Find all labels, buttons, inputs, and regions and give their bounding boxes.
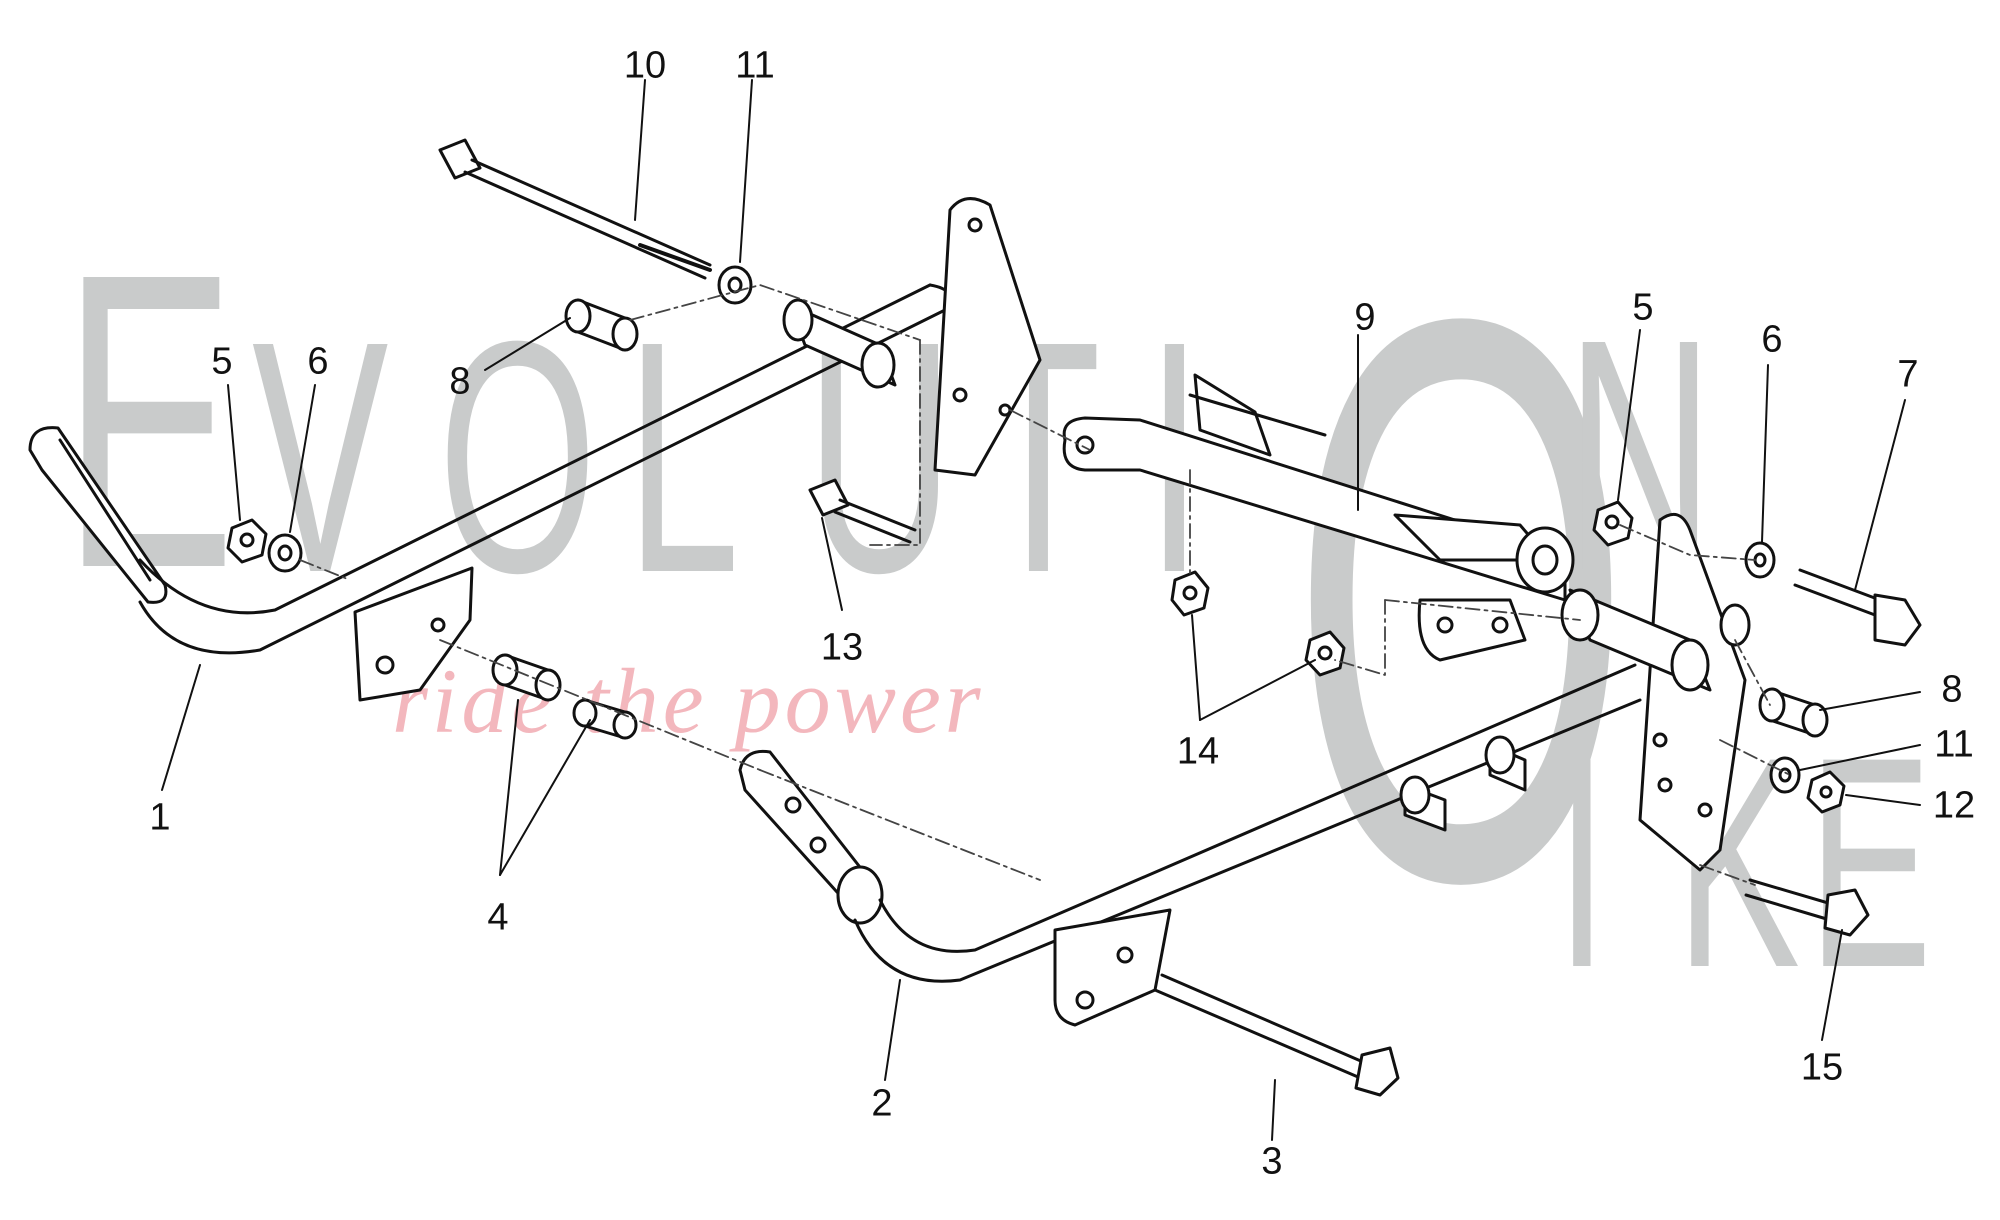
callout-9: 9 <box>1354 296 1376 339</box>
washer-11-right <box>1769 756 1801 794</box>
callout-10: 10 <box>623 44 667 87</box>
nut-5-left <box>226 518 268 564</box>
callout-6: 6 <box>307 340 329 383</box>
nut-14a <box>1170 570 1210 617</box>
spacer-tube-upper <box>782 298 897 389</box>
watermark-letter: O <box>438 272 598 641</box>
callout-13: 13 <box>820 626 864 669</box>
upper-mounting-plate <box>933 197 1042 477</box>
footrest-bar-left <box>28 283 952 702</box>
bolt-15 <box>1744 878 1870 937</box>
watermark-letter: L <box>626 272 740 641</box>
watermark-tagline: ride the power <box>392 650 985 752</box>
leader-lines <box>161 79 1921 1141</box>
callout-12: 12 <box>1932 784 1976 827</box>
right-mounting-plate <box>1638 512 1747 872</box>
spacer-8-left <box>564 298 639 352</box>
callout-4: 4 <box>487 896 509 939</box>
bolt-7 <box>1793 568 1922 647</box>
callout-8: 8 <box>449 360 471 403</box>
callout-1: 1 <box>149 796 171 839</box>
spacer-4b <box>572 698 638 740</box>
callout-8: 8 <box>1941 668 1963 711</box>
watermark-letter: E <box>1808 694 1933 1030</box>
nut-12 <box>1806 770 1846 814</box>
callout-14: 14 <box>1176 730 1220 773</box>
watermark-letter: I <box>1556 694 1608 1030</box>
callout-5: 5 <box>1632 286 1654 329</box>
bolt-13 <box>808 478 917 544</box>
bolt-10 <box>438 138 712 280</box>
callout-3: 3 <box>1261 1140 1283 1183</box>
callout-5: 5 <box>211 340 233 383</box>
washer-6-right <box>1744 541 1776 579</box>
spacer-4a <box>491 653 562 702</box>
nut-14b <box>1304 630 1346 677</box>
callout-2: 2 <box>871 1082 893 1125</box>
swing-arm-9 <box>1062 373 1575 662</box>
spacer-8-right <box>1758 687 1829 738</box>
footrest-bar-right <box>738 663 1642 1027</box>
callout-11: 11 <box>735 44 775 87</box>
callout-6: 6 <box>1761 318 1783 361</box>
callout-11: 11 <box>1934 723 1974 766</box>
nut-5-right <box>1592 500 1634 547</box>
assembly-centerlines <box>299 284 1791 886</box>
callout-7: 7 <box>1897 353 1919 396</box>
bolt-3 <box>1153 973 1400 1097</box>
spacer-tube-right <box>1560 588 1751 692</box>
washer-6-left <box>267 533 303 573</box>
callout-15: 15 <box>1800 1046 1844 1089</box>
